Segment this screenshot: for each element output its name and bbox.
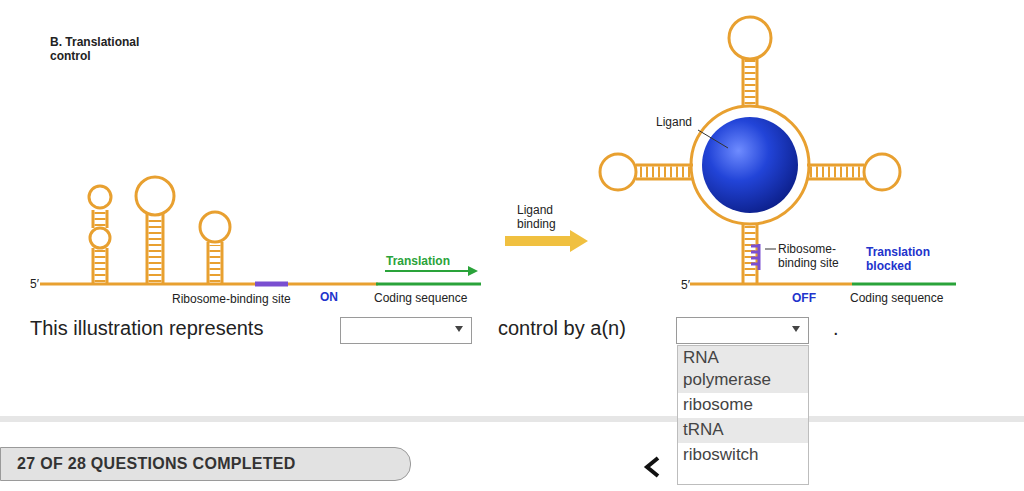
question-text: .	[833, 316, 839, 340]
question-text: This illustration represents	[30, 316, 263, 340]
end-label: 5′	[681, 278, 690, 292]
menu-option: RNA polymerase	[678, 346, 808, 393]
question-text: control by a(n)	[498, 316, 626, 340]
menu-option: ribosome	[678, 393, 808, 418]
site-label: Ribosome-binding site	[172, 292, 291, 306]
state-label: ON	[320, 290, 338, 304]
panel-title: B. Translational control	[50, 35, 145, 63]
progress-bar: 27 OF 28 QUESTIONS COMPLETED	[0, 447, 411, 481]
process-label: Translation	[386, 254, 450, 268]
dropdown-menu: RNA polymeraseribosometRNAriboswitch	[677, 345, 809, 485]
menu-option: riboswitch	[678, 443, 808, 468]
end-label: 5′	[30, 277, 39, 291]
site-label: Ribosome-binding site	[778, 242, 853, 270]
menu-option: tRNA	[678, 418, 808, 443]
process-label: Translation blocked	[866, 245, 946, 273]
progress-text: 27 OF 28 QUESTIONS COMPLETED	[17, 455, 296, 473]
arrow-label: Ligand binding	[517, 203, 577, 231]
region-label: Coding sequence	[850, 291, 943, 305]
region-label: Coding sequence	[374, 291, 467, 305]
state-label: OFF	[792, 291, 816, 305]
callout-label: Ligand	[656, 115, 692, 129]
